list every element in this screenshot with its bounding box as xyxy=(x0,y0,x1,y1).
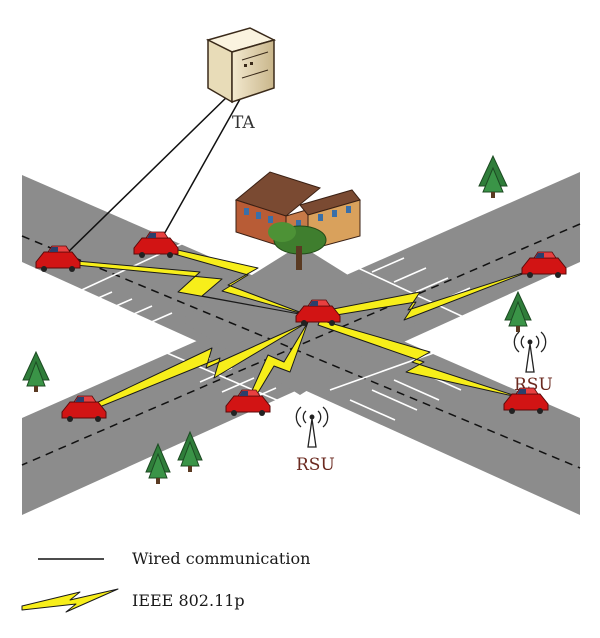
ta-label: TA xyxy=(232,113,255,133)
wired-links xyxy=(61,91,245,259)
red-car-icon xyxy=(295,299,341,326)
legend-wired-label: Wired communication xyxy=(132,549,310,568)
rsu-label-bottom: RSU xyxy=(296,455,335,475)
red-car-icon xyxy=(225,389,271,416)
wired-link-2 xyxy=(157,91,245,246)
rsu-antenna-icon xyxy=(513,331,547,373)
legend: Wired communication IEEE 802.11p xyxy=(21,549,310,613)
red-car-icon xyxy=(61,395,107,422)
red-car-icon xyxy=(35,245,81,272)
pine-tree-icon xyxy=(504,290,532,332)
server-cabinet-icon xyxy=(205,27,277,104)
school-building-icon xyxy=(234,171,361,270)
pine-tree-icon xyxy=(177,430,203,472)
lightning-bolt-icon xyxy=(317,319,523,399)
pine-tree-icon xyxy=(22,350,50,392)
rsu-antenna-icon xyxy=(295,406,329,448)
red-car-icon xyxy=(521,251,567,278)
pine-tree-icon xyxy=(478,154,508,198)
lightning-bolt-icon xyxy=(91,321,309,411)
pine-tree-icon xyxy=(145,442,171,484)
red-car-icon xyxy=(503,387,549,414)
legend-wireless-label: IEEE 802.11p xyxy=(132,591,245,610)
lightning-bolt-icon xyxy=(21,588,119,613)
wired-link-1 xyxy=(61,91,233,259)
center-line-2 xyxy=(21,223,581,466)
red-car-icon xyxy=(133,231,179,258)
lightning-bolt-icon xyxy=(64,259,306,316)
